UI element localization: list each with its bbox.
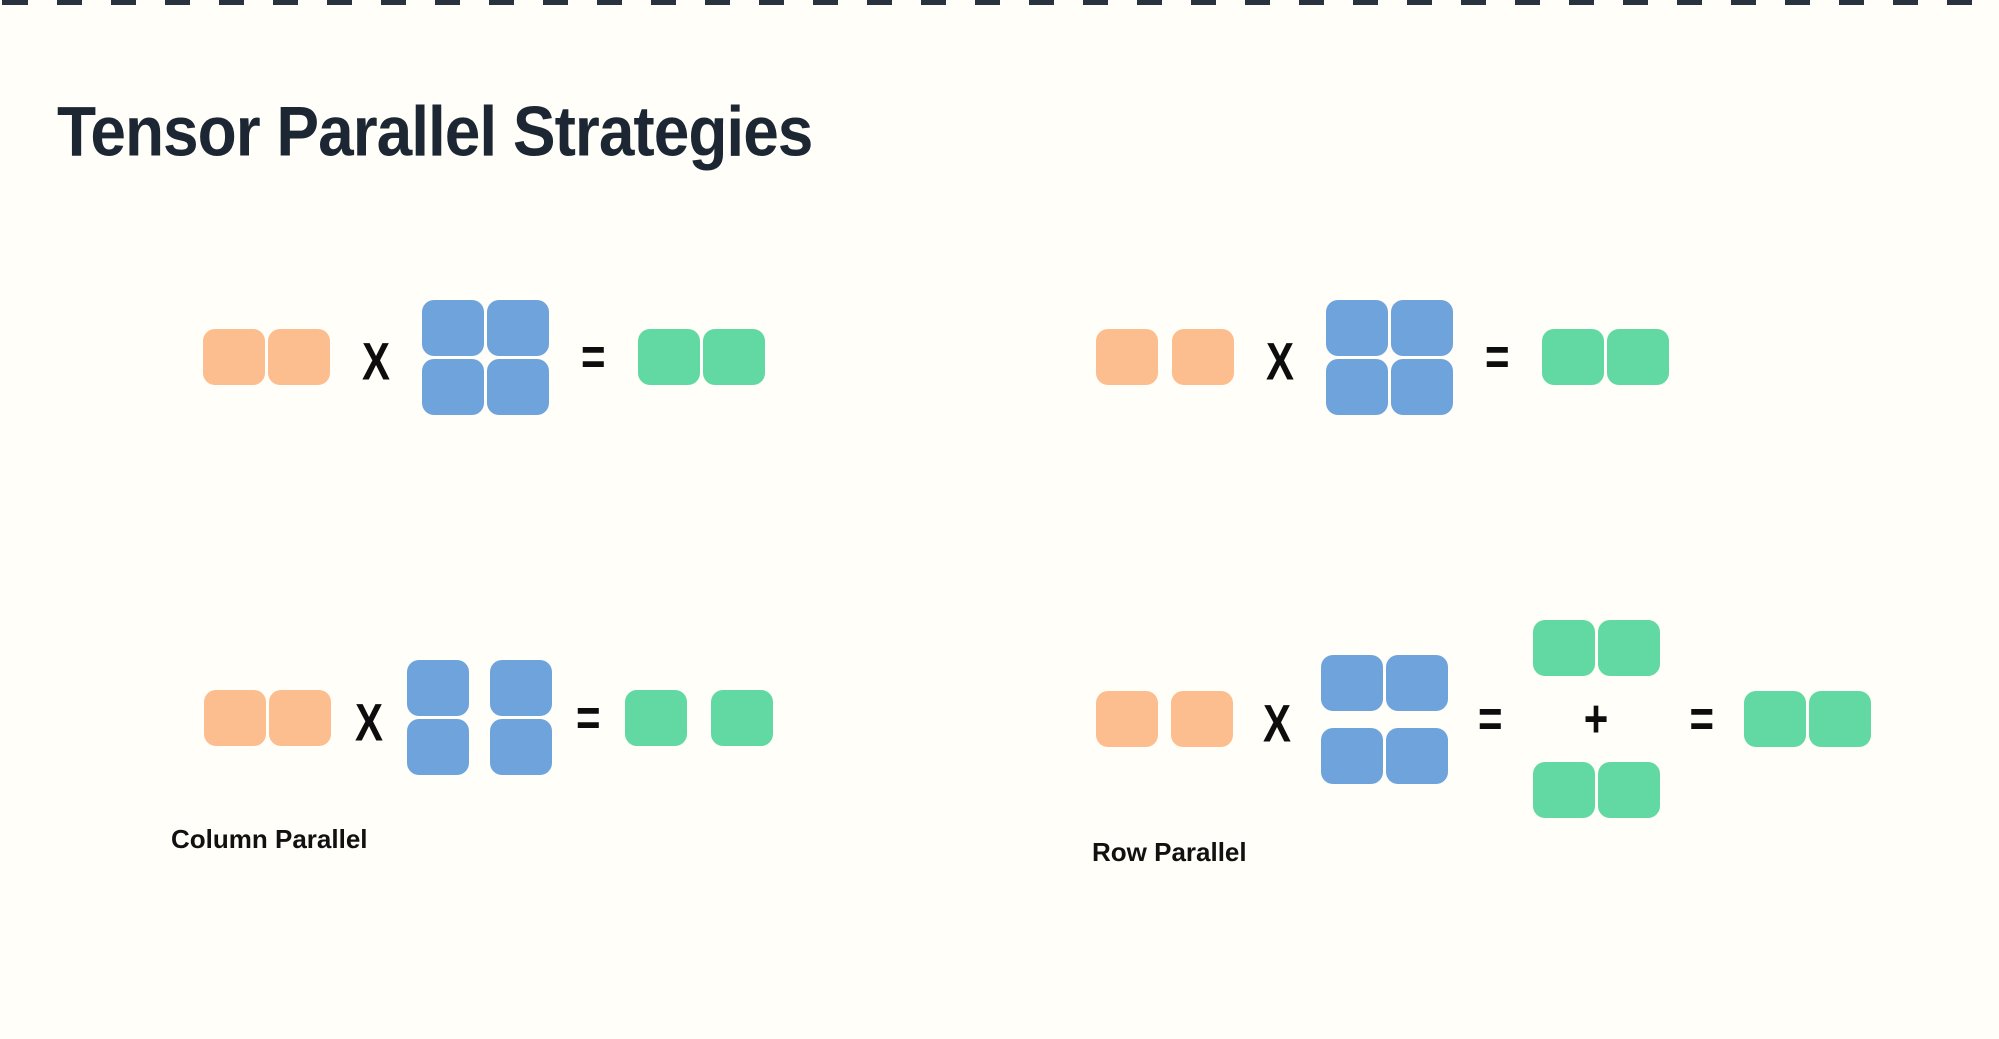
- input-vector: [203, 329, 330, 385]
- input-vector: [204, 689, 331, 746]
- blue-matrix-tile: [407, 660, 470, 716]
- top-dashed-border: [0, 0, 1999, 5]
- equals-operator: =: [581, 327, 606, 386]
- weight-matrix-column-split: [407, 660, 553, 775]
- orange-matrix-tile: [1171, 691, 1233, 747]
- blue-matrix-tile: [1326, 358, 1389, 415]
- weight-matrix: [1326, 299, 1454, 415]
- green-matrix-tile: [702, 329, 765, 385]
- orange-matrix-tile: [1096, 691, 1158, 747]
- orange-matrix-tile: [204, 689, 266, 746]
- green-matrix-tile: [637, 329, 700, 385]
- orange-matrix-tile: [1172, 329, 1234, 385]
- green-matrix-tile: [1606, 329, 1669, 385]
- blue-matrix-tile: [1326, 299, 1389, 356]
- equals-operator: =: [1485, 327, 1510, 386]
- column-parallel-label: Column Parallel: [171, 824, 368, 854]
- green-matrix-tile: [1541, 329, 1604, 385]
- blue-matrix-tile: [1391, 299, 1454, 356]
- weight-matrix-row-split: [1321, 654, 1449, 784]
- green-matrix-tile: [624, 689, 687, 746]
- blue-matrix-tile: [407, 719, 470, 775]
- multiply-operator: X: [1266, 332, 1295, 391]
- output-vector: [1541, 329, 1669, 385]
- blue-matrix-tile: [1321, 727, 1384, 784]
- blue-matrix-tile: [487, 299, 550, 356]
- weight-matrix: [422, 299, 550, 415]
- green-matrix-tile: [1532, 620, 1595, 676]
- multiply-operator: X: [1263, 694, 1292, 753]
- equals-operator: =: [576, 687, 601, 747]
- output-vector: [637, 329, 765, 385]
- input-vector: [1096, 329, 1234, 385]
- column-parallel-equation: X=: [204, 660, 773, 775]
- blue-matrix-tile: [422, 299, 485, 356]
- multiply-operator: X: [362, 332, 391, 391]
- green-matrix-tile: [1532, 762, 1595, 818]
- blue-matrix-tile: [1391, 358, 1454, 415]
- orange-matrix-tile: [268, 329, 330, 385]
- row-parallel-equation: X = + =: [1096, 620, 1872, 818]
- blue-matrix-tile: [487, 358, 550, 415]
- partial-output-top: [1532, 620, 1660, 676]
- partial-output-bottom: [1532, 762, 1660, 818]
- green-matrix-tile: [1809, 691, 1872, 747]
- slide-title: Tensor Parallel Strategies: [57, 91, 813, 171]
- equals-operator: =: [1478, 689, 1503, 748]
- green-matrix-tile: [1597, 620, 1660, 676]
- dense-equation-top-left: X=: [203, 299, 765, 415]
- multiply-operator: X: [355, 692, 384, 752]
- blue-matrix-tile: [1386, 727, 1449, 784]
- dense-equation-top-right: X=: [1096, 299, 1669, 415]
- blue-matrix-tile: [422, 358, 485, 415]
- output-vector: [1744, 691, 1872, 747]
- blue-matrix-tile: [1321, 654, 1384, 711]
- row-parallel-label: Row Parallel: [1092, 837, 1247, 867]
- orange-matrix-tile: [203, 329, 265, 385]
- blue-matrix-tile: [1386, 654, 1449, 711]
- partial-sum-stack: +: [1532, 620, 1660, 818]
- green-matrix-tile: [1744, 691, 1807, 747]
- output-vector-split: [624, 689, 773, 746]
- orange-matrix-tile: [269, 689, 331, 746]
- plus-operator: +: [1583, 689, 1609, 748]
- blue-matrix-tile: [490, 719, 553, 775]
- blue-matrix-tile: [490, 660, 553, 716]
- green-matrix-tile: [710, 689, 773, 746]
- input-vector: [1096, 691, 1233, 747]
- green-matrix-tile: [1597, 762, 1660, 818]
- orange-matrix-tile: [1096, 329, 1158, 385]
- equals-operator: =: [1689, 689, 1715, 748]
